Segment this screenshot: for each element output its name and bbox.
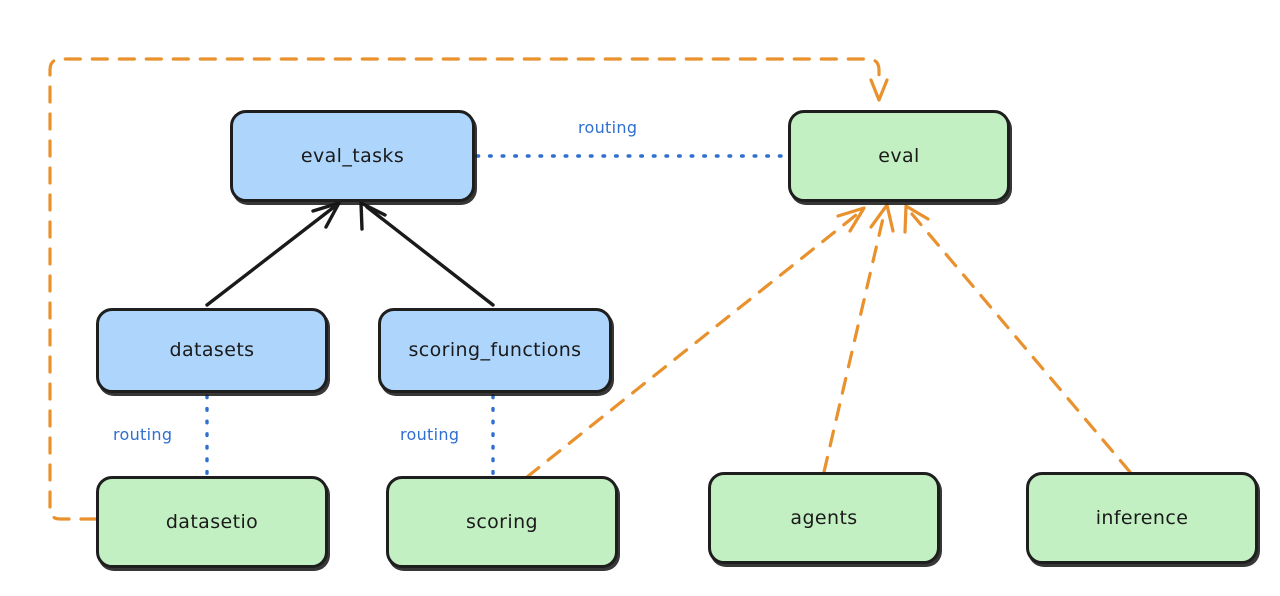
node-datasetio[interactable]: datasetio	[96, 476, 328, 568]
node-label-datasetio: datasetio	[165, 510, 259, 533]
node-label-scoring-functions: scoring_functions	[408, 339, 582, 362]
edge-label-routing-eval-tasks: routing	[578, 118, 638, 137]
node-label-inference: inference	[1095, 506, 1189, 529]
node-inference[interactable]: inference	[1026, 472, 1258, 564]
edge-inference-to-eval	[903, 204, 1132, 474]
edge-label-routing-datasets: routing	[113, 425, 173, 444]
node-label-eval: eval	[878, 144, 920, 167]
edge-datasets-to-eval-tasks	[205, 201, 341, 307]
node-eval[interactable]: eval	[788, 110, 1010, 202]
node-scoring-functions[interactable]: scoring_functions	[378, 308, 612, 393]
edge-label-routing-scoring-functions: routing	[400, 425, 460, 444]
node-label-eval-tasks: eval_tasks	[300, 144, 405, 167]
edge-agents-to-eval	[822, 203, 895, 474]
node-eval-tasks[interactable]: eval_tasks	[230, 110, 475, 202]
node-datasets[interactable]: datasets	[96, 308, 328, 393]
node-label-agents: agents	[790, 506, 858, 529]
edge-scoring-functions-to-eval-tasks	[359, 201, 495, 307]
node-label-scoring: scoring	[466, 510, 538, 533]
node-label-datasets: datasets	[169, 339, 255, 362]
node-agents[interactable]: agents	[708, 472, 940, 564]
node-scoring[interactable]: scoring	[386, 476, 618, 568]
